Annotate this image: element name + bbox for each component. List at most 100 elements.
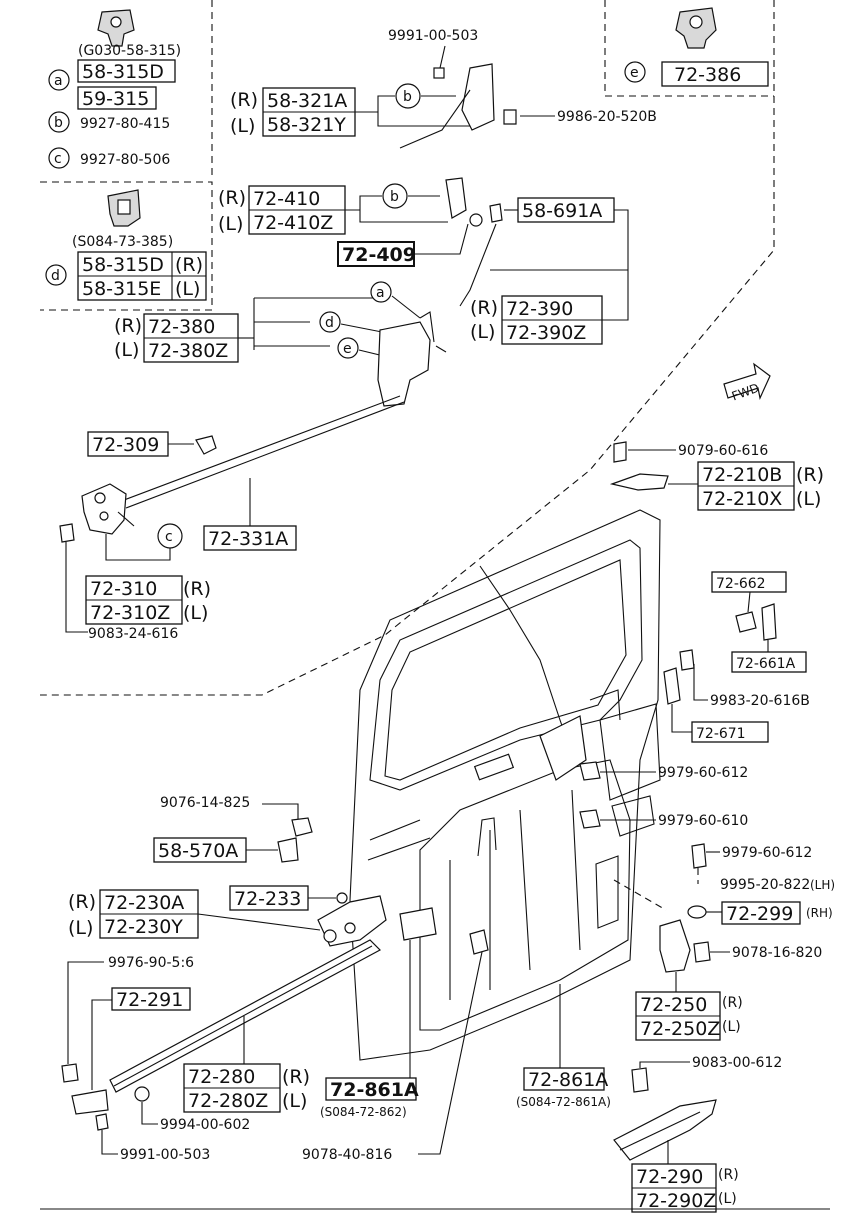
part-72-390: 72-390 xyxy=(506,298,573,320)
part-72-380: 72-380 xyxy=(148,316,215,338)
box-72-299 xyxy=(721,901,801,925)
part-9078-16-820: 9078-16-820 xyxy=(732,945,822,961)
lower-arm xyxy=(613,1099,717,1161)
callout-b-label: b xyxy=(54,115,63,131)
lower-center-group: 72-861A (S084-72-862) 9078-40-816 72-861… xyxy=(302,929,611,1163)
door-inner-panel xyxy=(419,759,631,1031)
part-9078-40-816: 9078-40-816 xyxy=(302,1147,392,1163)
callout-d-label: d xyxy=(51,268,60,284)
front-bracket-group: 9076-14-825 58-570A 72-233 (R) (L) 72-23… xyxy=(68,795,437,947)
box-72-662 xyxy=(711,571,787,593)
box-58-315D xyxy=(77,59,176,83)
lock-control xyxy=(377,321,431,407)
side-l: (L) xyxy=(470,321,495,343)
part-9083-00-612: 9083-00-612 xyxy=(692,1055,782,1071)
part-72-410: 72-410 xyxy=(253,188,320,210)
side-rh: (RH) xyxy=(806,906,833,920)
callout-d-circle xyxy=(45,264,67,286)
part-72-230Y: 72-230Y xyxy=(104,916,183,938)
callout-e-label: e xyxy=(630,65,639,81)
hinge-plate xyxy=(399,907,437,941)
part-72-290: 72-290 xyxy=(636,1166,703,1188)
callout-c-label: c xyxy=(54,151,62,167)
part-9927-80-415: 9927-80-415 xyxy=(80,116,170,132)
part-72-390Z: 72-390Z xyxy=(506,322,586,344)
part-72-310Z: 72-310Z xyxy=(90,602,170,624)
part-58-570A: 58-570A xyxy=(158,840,238,862)
box-72-291 xyxy=(111,987,191,1011)
sliding-door xyxy=(349,509,661,1061)
upper-roller xyxy=(609,473,669,491)
part-58-315E: 58-315E xyxy=(82,278,161,300)
part-9079-60-616: 9079-60-616 xyxy=(678,443,768,459)
side-r: (R) xyxy=(282,1066,310,1088)
part-72-290Z: 72-290Z xyxy=(636,1190,716,1212)
side-l: (L) xyxy=(796,488,821,510)
part-72-386: 72-386 xyxy=(674,64,741,86)
part-9983-20-616B: 9983-20-616B xyxy=(710,693,810,709)
part-72-250Z: 72-250Z xyxy=(640,1018,720,1040)
callout-b-circle xyxy=(48,111,70,133)
callout-c-circle xyxy=(48,147,70,169)
part-9076-14-825: 9076-14-825 xyxy=(160,795,250,811)
ref-861-left: (S084-72-862) xyxy=(320,1105,407,1119)
part-72-661A: 72-661A xyxy=(736,656,796,672)
callout-e-circle xyxy=(624,61,646,83)
box-72-386 xyxy=(661,61,769,87)
part-72-230A: 72-230A xyxy=(104,892,184,914)
part-72-331A: 72-331A xyxy=(208,528,288,550)
box-72-661A xyxy=(731,651,807,673)
part-9927-80-506: 9927-80-506 xyxy=(80,152,170,168)
door-glass xyxy=(384,559,627,781)
callout-a-circle xyxy=(48,69,70,91)
part-58-321A: 58-321A xyxy=(267,90,347,112)
striker-group: 72-662 72-661A 9983-20-616B 72-671 xyxy=(663,571,810,743)
part-58-691A: 58-691A xyxy=(522,200,602,222)
lower-arm-group: 9979-60-612 9995-20-822 (LH) 72-299 (RH)… xyxy=(613,843,835,1213)
side-r: (R) xyxy=(68,891,96,913)
legend-group: (G030-58-315) a 58-315D 59-315 b 9927-80… xyxy=(45,7,769,301)
lower-arm-bracket xyxy=(659,919,691,973)
outside-handle xyxy=(461,63,495,131)
rail-end-bracket xyxy=(71,1089,109,1115)
part-72-409: 72-409 xyxy=(342,244,416,266)
side-r: (R) xyxy=(470,297,498,319)
part-72-250: 72-250 xyxy=(640,994,707,1016)
part-58-315D-r: 58-315D xyxy=(82,254,164,276)
callout-a-circle xyxy=(370,281,392,303)
part-9994-00-602: 9994-00-602 xyxy=(160,1117,250,1133)
part-9986-20-520B: 9986-20-520B xyxy=(557,109,657,125)
ref-861-right: (S084-72-861A) xyxy=(516,1095,611,1109)
part-58-315D: 58-315D xyxy=(82,61,164,83)
callout-b-label: b xyxy=(390,189,399,205)
part-72-861A-right: 72-861A xyxy=(528,1069,608,1091)
clip-d-illustration xyxy=(107,189,141,227)
part-9995-20-822: 9995-20-822 xyxy=(720,877,810,893)
side-l: (L) xyxy=(68,917,93,939)
side-l: (L) xyxy=(230,115,255,137)
upper-roller-group: 9079-60-616 72-210B 72-210X (R) (L) xyxy=(609,441,824,511)
part-9979-60-612-a: 9979-60-612 xyxy=(658,765,748,781)
part-9979-60-612-b: 9979-60-612 xyxy=(722,845,812,861)
clip-e-illustration xyxy=(675,7,717,49)
clip-a-illustration xyxy=(97,9,135,47)
side-l: (L) xyxy=(218,213,243,235)
side-l: (L) xyxy=(114,339,139,361)
part-9991-00-503-top: 9991-00-503 xyxy=(388,28,478,44)
legend-ref-d: (S084-73-385) xyxy=(72,234,173,250)
side-r: (R) xyxy=(183,578,211,600)
part-72-280: 72-280 xyxy=(188,1066,255,1088)
side-l: (L) xyxy=(722,1019,741,1035)
part-58-321Y: 58-321Y xyxy=(267,114,346,136)
part-72-380Z: 72-380Z xyxy=(148,340,228,362)
lower-rail-group: 9976-90-5:6 72-291 72-280 72-280Z (R) (L… xyxy=(61,939,381,1163)
side-r: (R) xyxy=(722,995,743,1011)
side-r: (R) xyxy=(718,1167,739,1183)
side-l: (L) xyxy=(282,1090,307,1112)
door-panel-module xyxy=(599,703,661,801)
callout-a-label: a xyxy=(54,73,63,89)
rear-lock xyxy=(81,483,127,535)
callout-b-circle xyxy=(382,183,408,209)
center-screws-group: 9979-60-612 9979-60-610 xyxy=(579,761,748,837)
